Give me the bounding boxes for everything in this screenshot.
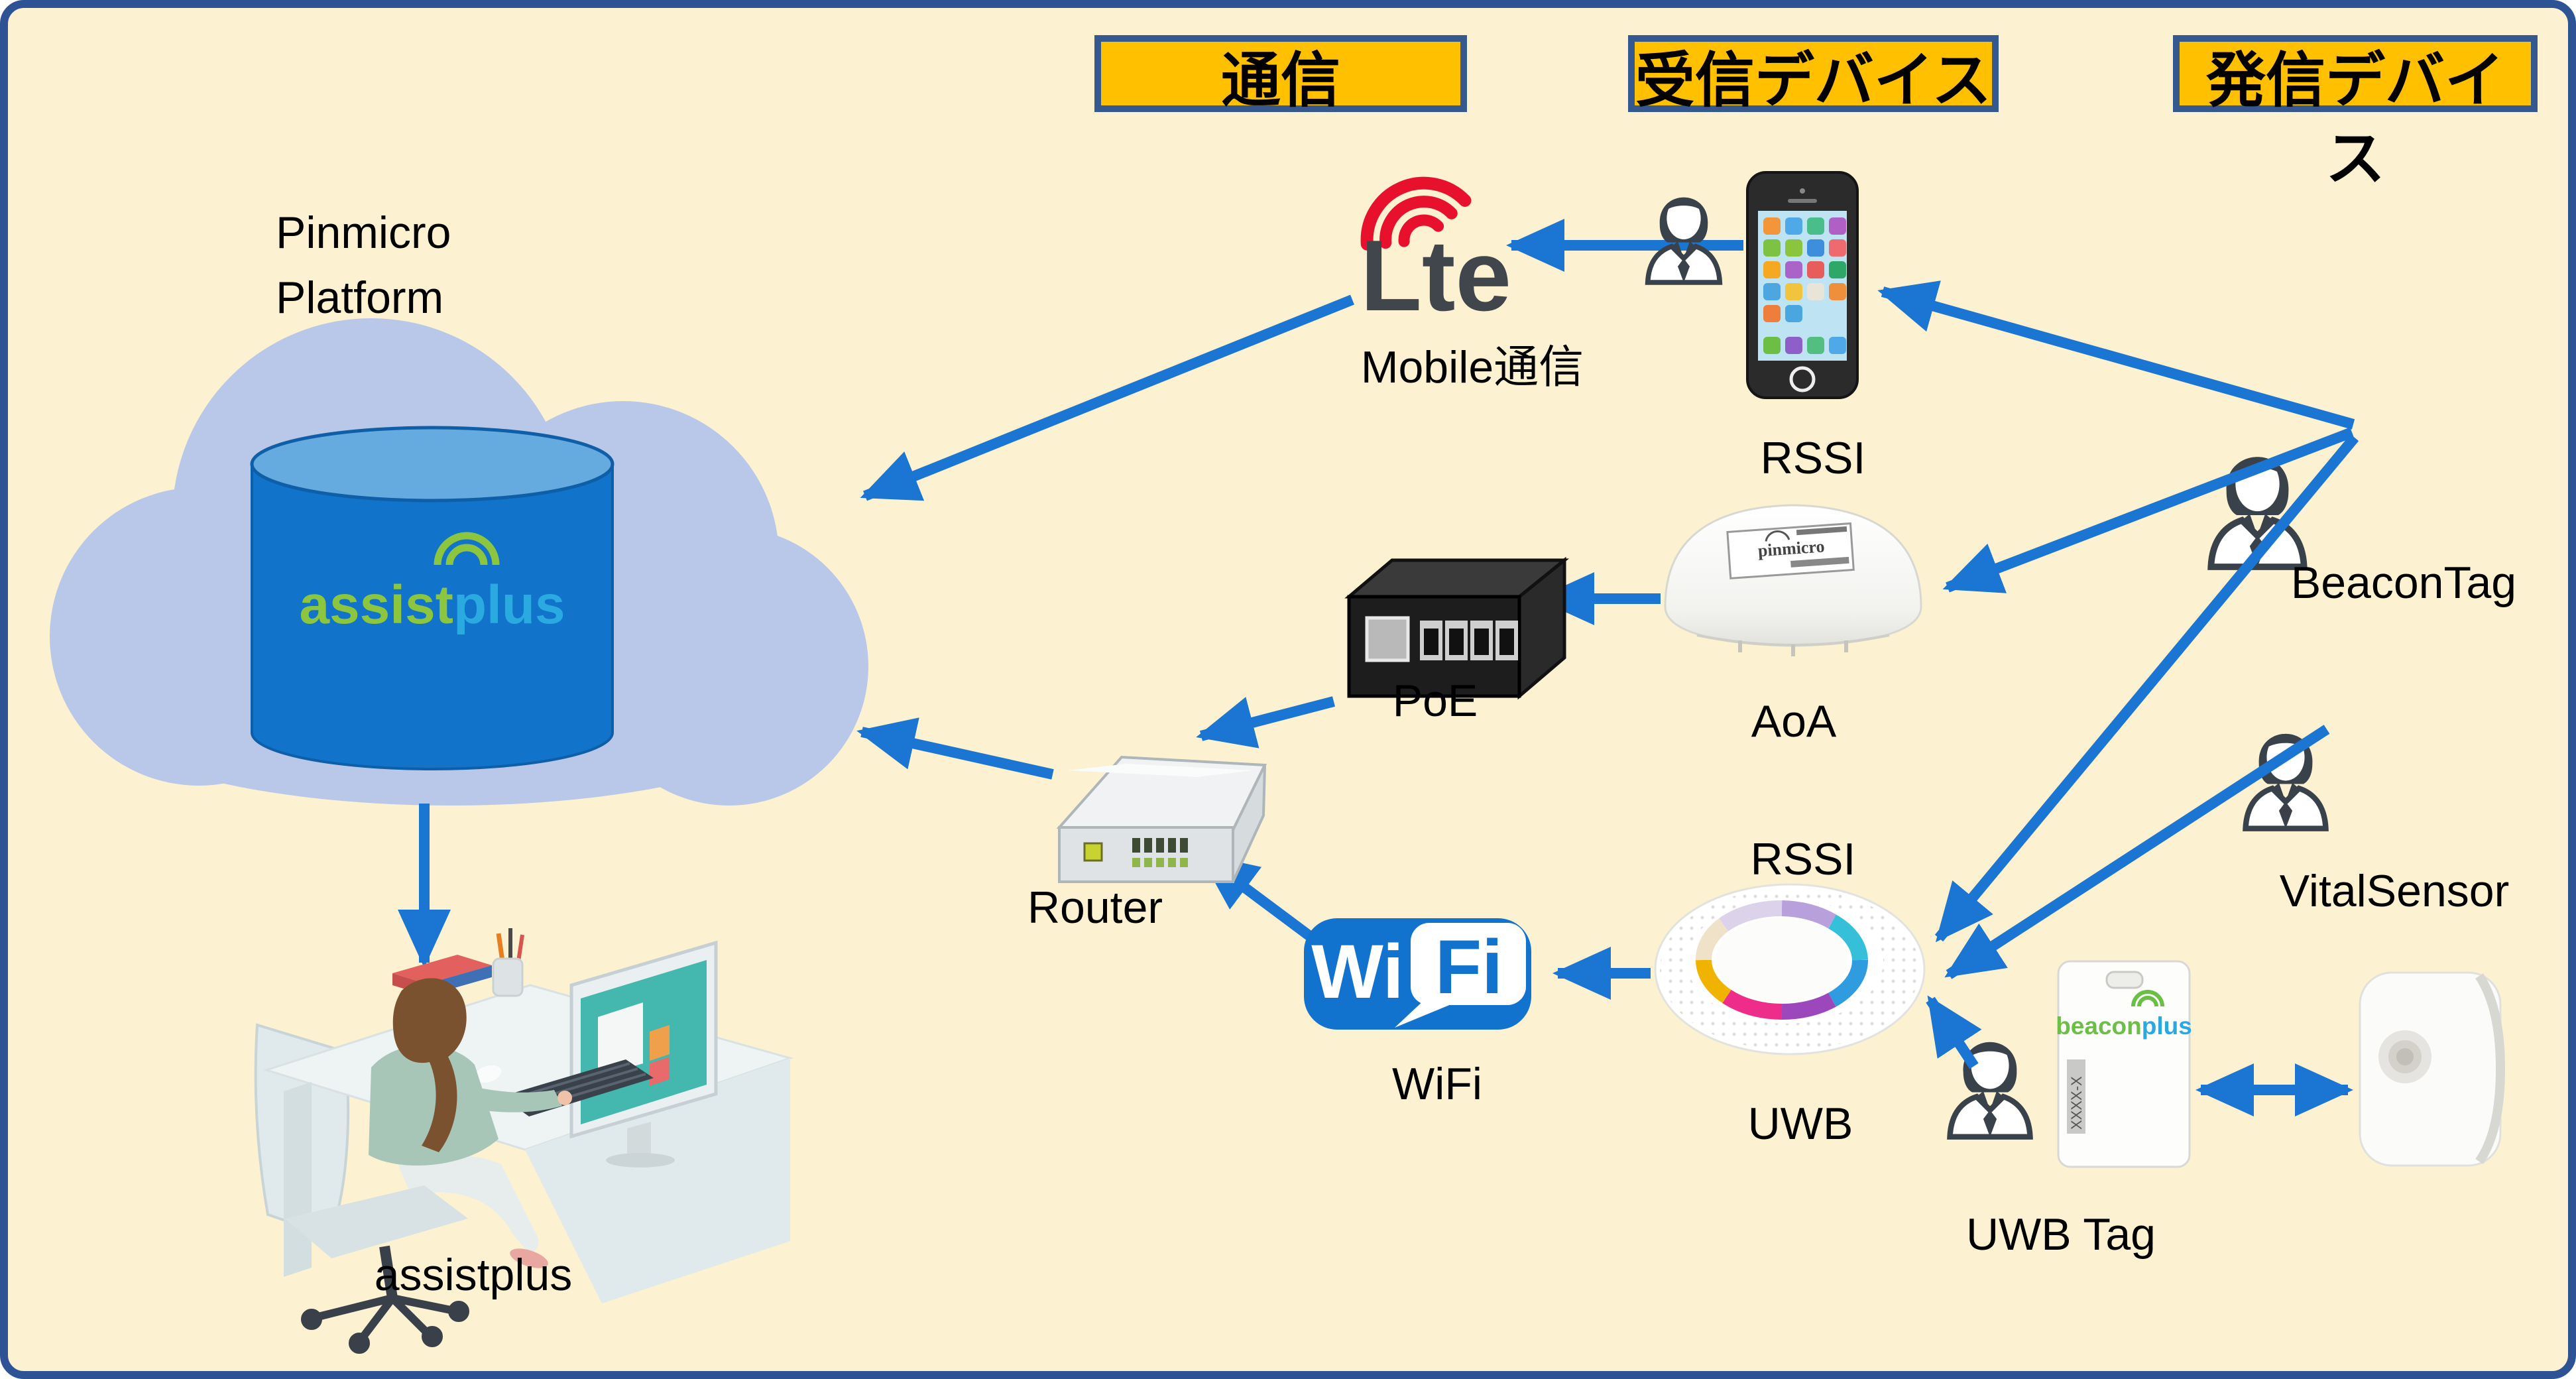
poe-switch-icon bbox=[1344, 556, 1570, 700]
label-vitalsensor: VitalSensor bbox=[2279, 866, 2510, 916]
smartphone-icon bbox=[1746, 171, 1859, 399]
label-assistplus-operator: assistplus bbox=[374, 1250, 573, 1300]
wifi-logo-wi-text: Wi bbox=[1311, 929, 1403, 1014]
platform-title-line1: Pinmicro bbox=[276, 208, 451, 258]
wifi-logo-icon: Wi Fi bbox=[1304, 918, 1531, 1030]
label-rssi-uwb: RSSI bbox=[1750, 834, 1856, 884]
connection-arrows bbox=[398, 219, 2359, 1116]
lte-logo-text: Lte bbox=[1360, 219, 1511, 332]
beaconplus-card-logo: beaconplus bbox=[2056, 1012, 2192, 1040]
arrow-beacontag-to-uwb bbox=[1934, 434, 2359, 943]
arrow-beacontag-to-phone bbox=[1877, 280, 2355, 430]
router-icon bbox=[1056, 755, 1267, 883]
diagram-artwork: assistplus bbox=[50, 171, 2506, 1354]
wifi-logo-fi-text: Fi bbox=[1435, 925, 1503, 1010]
database-cylinder-icon: assistplus bbox=[250, 426, 615, 770]
label-beacontag: BeaconTag bbox=[2290, 558, 2517, 608]
label-wifi: WiFi bbox=[1392, 1059, 1482, 1109]
label-router: Router bbox=[1027, 882, 1163, 933]
label-poe: PoE bbox=[1392, 676, 1478, 726]
arrow-lte-to-cloud bbox=[860, 294, 1354, 501]
header-receiver-devices: 受信デバイス bbox=[1628, 35, 1999, 114]
lte-logo-icon: Lte bbox=[1360, 176, 1511, 332]
workstation-illustration bbox=[254, 928, 794, 1354]
phone-user-person-icon bbox=[1648, 198, 1720, 282]
uwb-tag-device-icon bbox=[2359, 971, 2506, 1167]
assistplus-db-logo: assistplus bbox=[299, 575, 565, 635]
arrow-vitalsensor-to-uwb bbox=[1944, 725, 2330, 979]
aoa-access-point-icon: pinmicro bbox=[1664, 504, 1922, 656]
label-aoa: AoA bbox=[1751, 696, 1837, 747]
label-mobile-comm: Mobile通信 bbox=[1360, 342, 1584, 392]
label-rssi-phone: RSSI bbox=[1760, 433, 1866, 483]
card-serial-text: XXXX-X bbox=[2068, 1076, 2085, 1130]
beaconplus-card-icon: beaconplus XXXX-X bbox=[2056, 960, 2192, 1168]
platform-title-line2: Platform bbox=[276, 272, 444, 323]
header-transmitter-devices: 発信デバイス bbox=[2173, 35, 2538, 192]
vitalsensor-person-icon bbox=[2246, 734, 2326, 829]
arrow-beacontag-to-aoa bbox=[1942, 427, 2354, 593]
uwb-anchor-icon bbox=[1654, 883, 1926, 1055]
arrow-poe-to-router bbox=[1196, 696, 1336, 749]
aoa-sticker-text: pinmicro bbox=[1757, 536, 1825, 560]
header-communication: 通信 bbox=[1094, 35, 1467, 114]
label-uwb: UWB bbox=[1747, 1099, 1853, 1149]
arrow-uwbtagperson-to-uwb bbox=[1926, 995, 1982, 1069]
arrow-router-to-cloud bbox=[856, 717, 1054, 780]
label-uwb-tag: UWB Tag bbox=[1966, 1209, 2156, 1260]
